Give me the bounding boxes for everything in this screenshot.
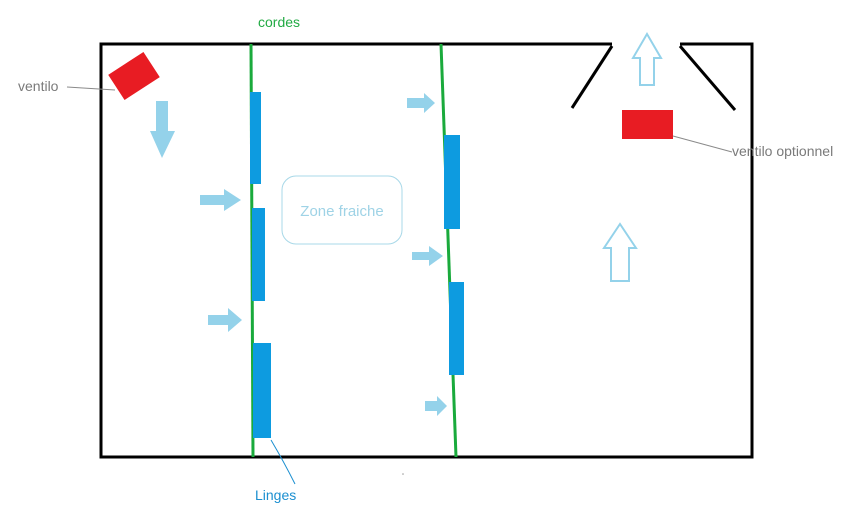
laundry-item [449, 282, 464, 375]
arrow-up-outline-icon [602, 222, 638, 282]
optional-fan-label: ventilo optionnel [732, 143, 833, 159]
arrow-right-icon [200, 189, 241, 211]
optional-fan-callout-line [672, 135, 733, 153]
laundry-item [250, 92, 261, 184]
vent-flap-right [678, 45, 737, 111]
fan-optional [622, 110, 673, 139]
cool-zone-label: Zone fraiche [300, 203, 383, 220]
rope-right [439, 43, 458, 458]
laundry-callout-line [270, 439, 296, 485]
arrow-right-icon [407, 93, 435, 113]
vent-flap-left [570, 45, 614, 109]
laundry-label: Linges [255, 487, 296, 503]
arrow-down-icon [150, 101, 175, 158]
arrow-right-icon [425, 396, 447, 416]
laundry-item [252, 208, 265, 301]
fan [108, 51, 160, 101]
arrow-up-outline-icon [631, 32, 663, 86]
arrow-right-icon [412, 246, 443, 266]
room-wall [99, 42, 754, 459]
arrow-right-icon [208, 308, 242, 332]
fan-callout-line [66, 86, 116, 91]
laundry-item [444, 135, 460, 229]
stray-dot [402, 473, 404, 475]
ropes-label: cordes [258, 14, 300, 30]
fan-label: ventilo [18, 78, 59, 94]
cool-zone-box [281, 175, 403, 245]
laundry-item [253, 343, 271, 438]
